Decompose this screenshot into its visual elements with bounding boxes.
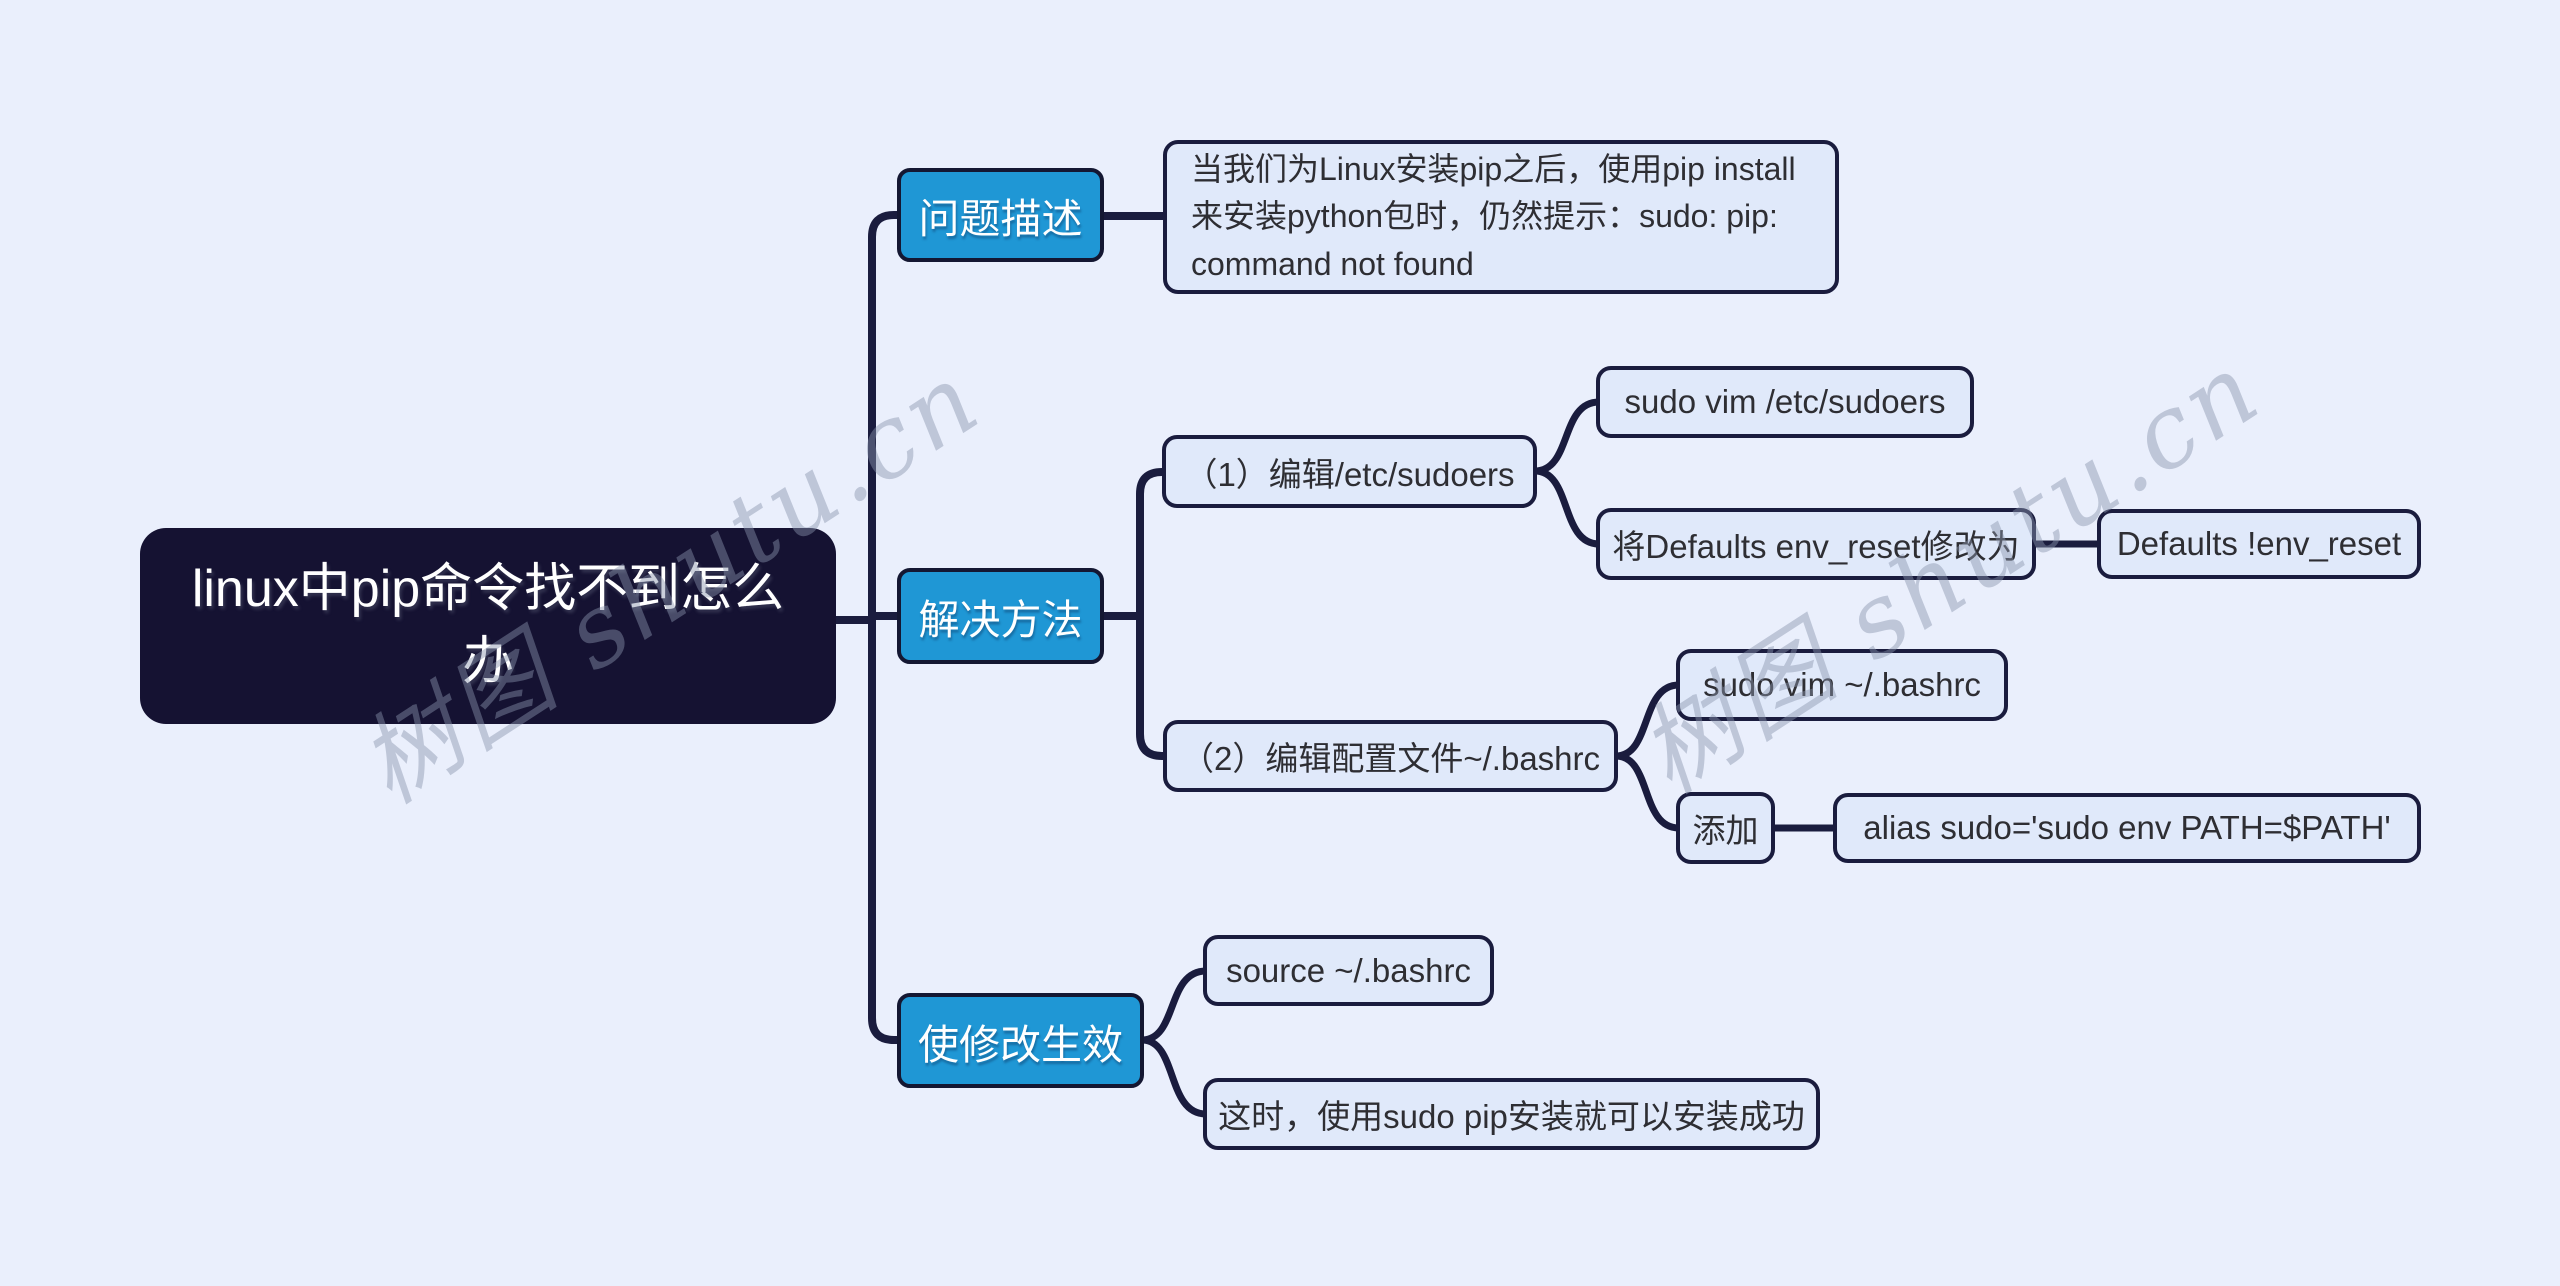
node-sudo-pip-success[interactable]: 这时，使用sudo pip安装就可以安装成功 [1203, 1078, 1820, 1150]
node-label: （2）编辑配置文件~/.bashrc [1181, 740, 1601, 777]
branch-apply-changes[interactable]: 使修改生效 [897, 993, 1144, 1088]
node-label: sudo vim /etc/sudoers [1624, 383, 1946, 420]
node-sudo-vim-bashrc[interactable]: sudo vim ~/.bashrc [1676, 649, 2008, 721]
node-add[interactable]: 添加 [1676, 792, 1775, 864]
connector-line [868, 211, 899, 1044]
node-label: alias sudo='sudo env PATH=$PATH' [1863, 809, 2391, 846]
branch-problem-description[interactable]: 问题描述 [897, 168, 1104, 262]
root-node[interactable]: linux中pip命令找不到怎么办 [140, 528, 836, 724]
node-edit-etc-sudoers[interactable]: （1）编辑/etc/sudoers [1162, 435, 1537, 508]
node-modify-defaults-env-reset[interactable]: 将Defaults env_reset修改为 [1596, 508, 2036, 580]
connector-line [1141, 1036, 1207, 1118]
note-text: 当我们为Linux安装pip之后，使用pip install来安装python包… [1191, 151, 1796, 282]
node-label: sudo vim ~/.bashrc [1703, 666, 1981, 703]
branch-label: 解决方法 [918, 597, 1083, 643]
node-source-bashrc[interactable]: source ~/.bashrc [1203, 935, 1494, 1006]
node-label: 这时，使用sudo pip安装就可以安装成功 [1218, 1098, 1805, 1135]
connector-line [1534, 398, 1600, 475]
branch-label: 使修改生效 [918, 1021, 1123, 1068]
branch-label: 问题描述 [918, 196, 1083, 242]
node-label: Defaults !env_reset [2116, 525, 2402, 562]
root-node-label: linux中pip命令找不到怎么办 [191, 560, 785, 691]
node-label: source ~/.bashrc [1226, 951, 1471, 989]
branch-solution[interactable]: 解决方法 [897, 568, 1104, 664]
connector-line [1615, 752, 1680, 832]
node-alias-sudo-env-path[interactable]: alias sudo='sudo env PATH=$PATH' [1833, 793, 2421, 863]
connector-line [1136, 468, 1166, 760]
connector-line [1141, 967, 1207, 1044]
node-sudo-vim-etc-sudoers[interactable]: sudo vim /etc/sudoers [1596, 366, 1974, 438]
node-label: 添加 [1692, 812, 1759, 849]
note-problem-description[interactable]: 当我们为Linux安装pip之后，使用pip install来安装python包… [1163, 140, 1839, 294]
connector-line [1534, 467, 1600, 548]
node-defaults-env-reset[interactable]: Defaults !env_reset [2097, 509, 2421, 579]
node-label: 将Defaults env_reset修改为 [1612, 528, 2020, 565]
node-edit-bashrc-config[interactable]: （2）编辑配置文件~/.bashrc [1163, 720, 1618, 792]
connector-line [1615, 681, 1680, 760]
node-label: （1）编辑/etc/sudoers [1184, 455, 1515, 493]
